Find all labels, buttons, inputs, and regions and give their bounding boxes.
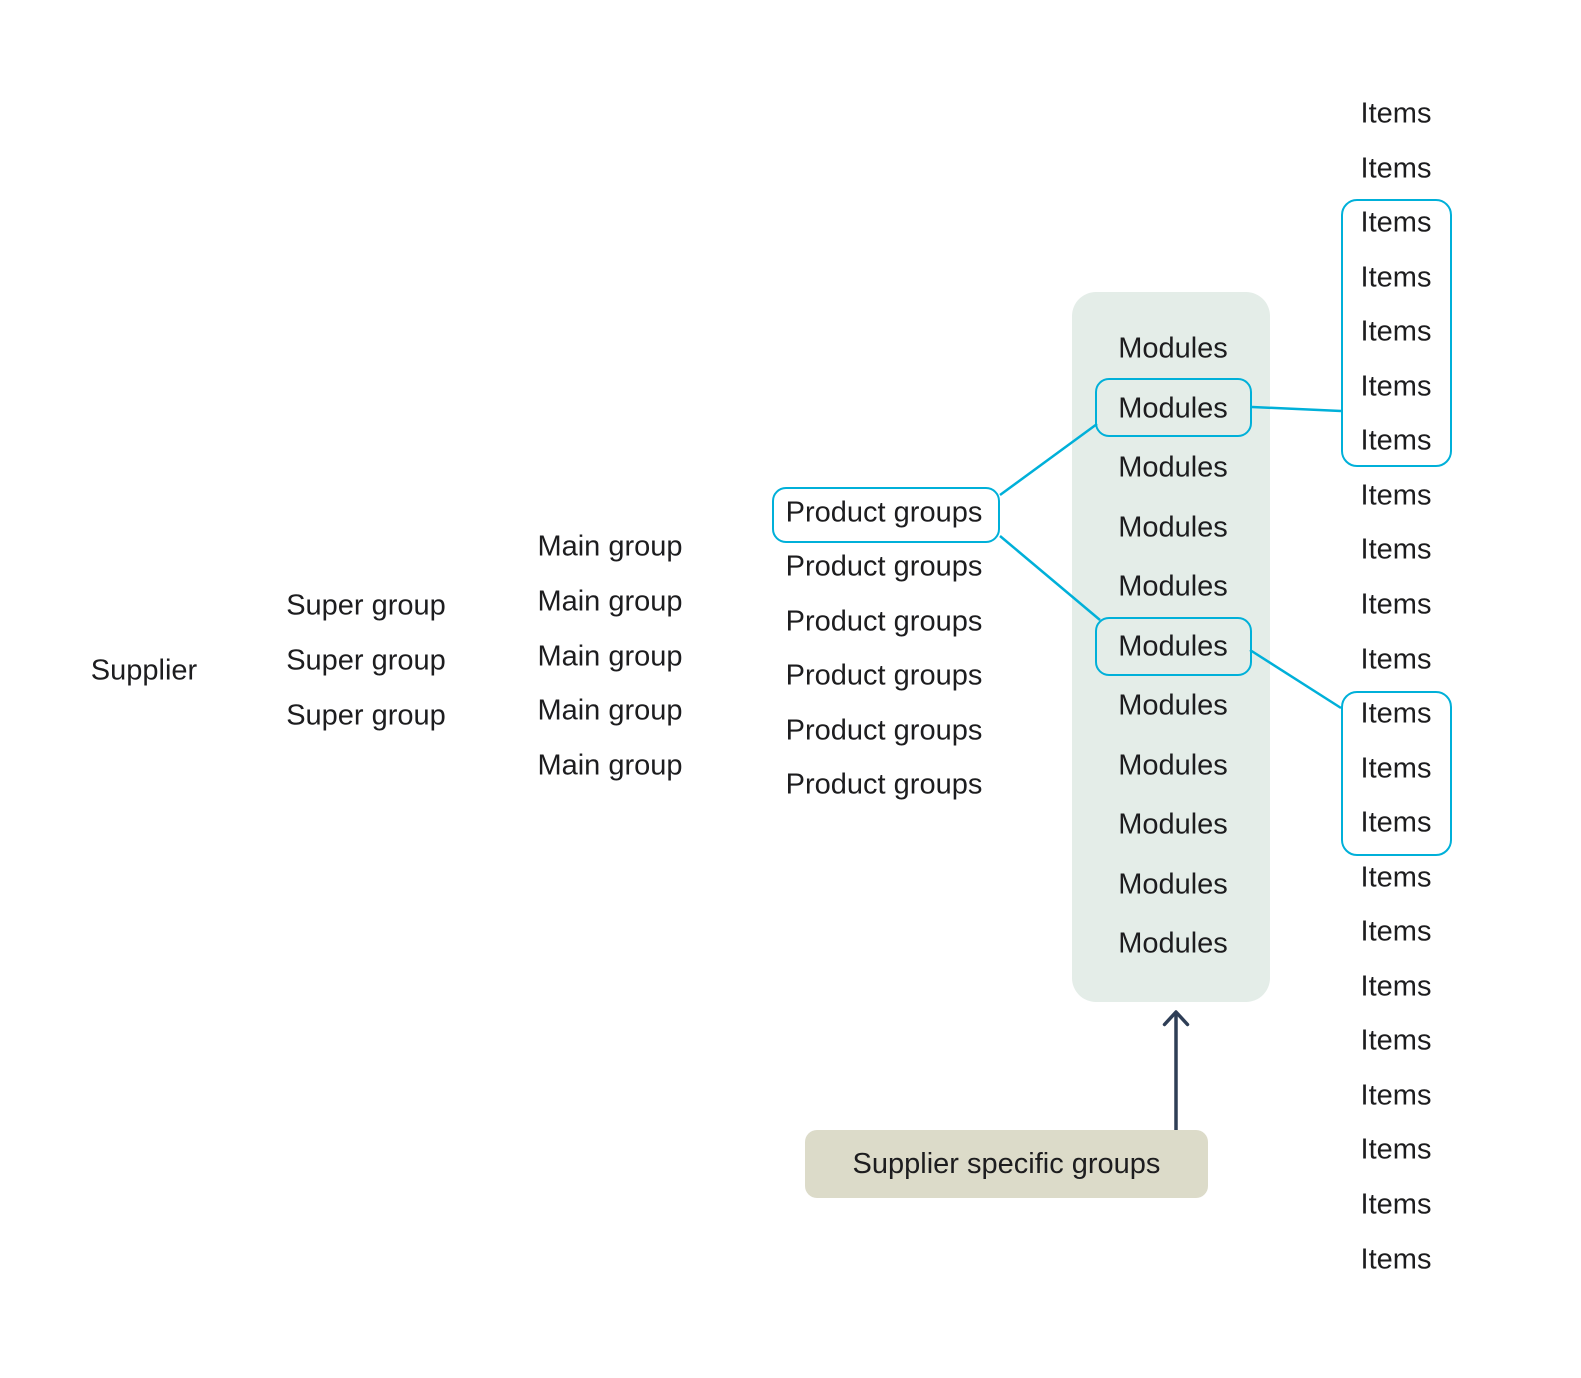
items-label: Items (1360, 697, 1432, 730)
modules-label: Modules (1118, 570, 1228, 603)
super-group-label: Super group (286, 644, 446, 677)
modules-highlight-box-2 (1095, 617, 1252, 676)
items-label: Items (1360, 588, 1432, 621)
supplier-label: Supplier (90, 654, 198, 687)
product-groups-label: Product groups (785, 496, 983, 529)
connector-productgroups-to-module6 (999, 535, 1101, 621)
arrow-up-icon (1162, 1010, 1190, 1027)
connector-module6-to-itemsgroup2 (1249, 648, 1342, 710)
items-label: Items (1360, 533, 1432, 566)
items-label: Items (1360, 1024, 1432, 1057)
items-highlight-box-2 (1341, 691, 1452, 856)
modules-label: Modules (1118, 332, 1228, 365)
items-highlight-box-1 (1341, 199, 1452, 467)
modules-panel (1072, 292, 1270, 1002)
modules-label: Modules (1118, 927, 1228, 960)
items-label: Items (1360, 206, 1432, 239)
items-label: Items (1360, 915, 1432, 948)
items-label: Items (1360, 1243, 1432, 1276)
items-label: Items (1360, 315, 1432, 348)
items-label: Items (1360, 806, 1432, 839)
modules-label: Modules (1118, 511, 1228, 543)
main-group-label: Main group (537, 694, 683, 727)
super-group-label: Super group (286, 589, 446, 622)
product-groups-highlight-box (772, 487, 1000, 543)
modules-label: Modules (1118, 392, 1228, 424)
items-label: Items (1360, 1188, 1432, 1221)
items-label: Items (1360, 1079, 1432, 1112)
product-groups-label: Product groups (785, 768, 983, 801)
items-label: Items (1360, 970, 1432, 1003)
items-label: Items (1360, 861, 1432, 894)
modules-label: Modules (1118, 451, 1228, 484)
modules-highlight-box-1 (1095, 378, 1252, 437)
items-label: Items (1360, 370, 1432, 403)
modules-label: Modules (1118, 749, 1228, 781)
modules-label: Modules (1118, 689, 1228, 722)
items-label: Items (1360, 424, 1432, 457)
modules-label: Modules (1118, 630, 1228, 662)
main-group-label: Main group (537, 749, 683, 782)
product-groups-label: Product groups (785, 550, 983, 583)
modules-label: Modules (1118, 808, 1228, 841)
modules-label: Modules (1118, 868, 1228, 900)
super-group-label: Super group (286, 699, 446, 732)
main-group-label: Main group (537, 530, 683, 563)
product-groups-label: Product groups (785, 605, 983, 638)
connector-productgroups-to-module2 (999, 422, 1098, 497)
connector-module2-to-itemsgroup1 (1251, 405, 1342, 413)
product-groups-label: Product groups (785, 659, 983, 692)
items-label: Items (1360, 152, 1432, 185)
items-label: Items (1360, 261, 1432, 294)
product-groups-label: Product groups (785, 714, 983, 747)
items-label: Items (1360, 643, 1432, 675)
items-label: Items (1360, 97, 1432, 130)
supplier-specific-groups-label: Supplier specific groups (805, 1130, 1208, 1198)
items-label: Items (1360, 1133, 1432, 1166)
main-group-label: Main group (537, 640, 683, 672)
main-group-label: Main group (537, 585, 683, 618)
items-label: Items (1360, 479, 1432, 512)
items-label: Items (1360, 752, 1432, 785)
